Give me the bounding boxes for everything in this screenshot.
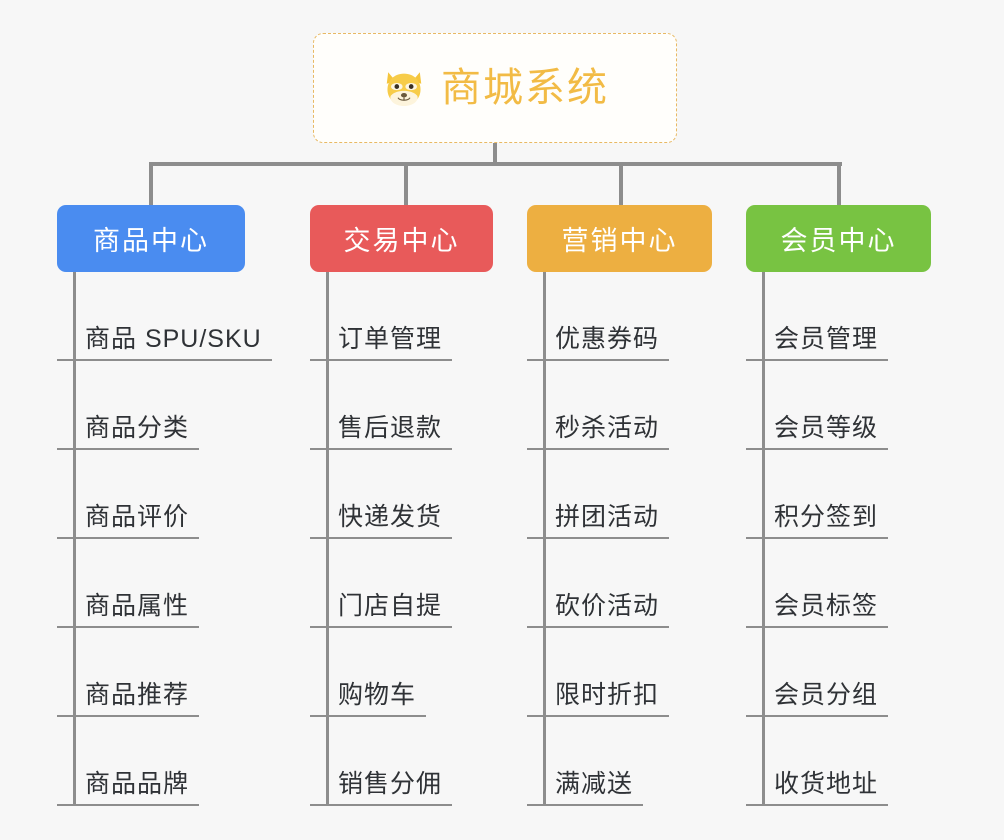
list-item[interactable]: 会员分组 — [746, 628, 931, 717]
branch-spine-2 — [326, 272, 329, 806]
list-item[interactable]: 满减送 — [527, 717, 712, 806]
connector-horizontal-bus — [149, 162, 842, 166]
branch-spine-1 — [73, 272, 76, 806]
leaf-label: 商品分类 — [85, 413, 190, 442]
branch-header-2[interactable]: 交易中心 — [310, 205, 493, 272]
branch-body-4: 会员管理 会员等级 积分签到 会员标签 会员分组 收货地址 — [746, 272, 931, 806]
root-node[interactable]: 商城系统 — [313, 33, 677, 143]
leaf-label: 会员等级 — [774, 413, 879, 442]
list-item[interactable]: 商品分类 — [57, 361, 245, 450]
list-item[interactable]: 销售分佣 — [310, 717, 493, 806]
leaf-label: 门店自提 — [338, 591, 443, 620]
list-item[interactable]: 会员标签 — [746, 539, 931, 628]
list-item[interactable]: 商品品牌 — [57, 717, 245, 806]
connector-drop-3 — [619, 162, 623, 207]
leaf-label: 商品品牌 — [85, 769, 190, 798]
branch-header-3-label: 营销中心 — [561, 226, 678, 256]
leaf-label: 满减送 — [555, 769, 634, 798]
branch-header-4[interactable]: 会员中心 — [746, 205, 931, 272]
list-item[interactable]: 售后退款 — [310, 361, 493, 450]
leaf-label: 积分签到 — [774, 502, 879, 531]
branch-column-3: 营销中心 优惠券码 秒杀活动 拼团活动 砍价活动 限时折扣 满减送 — [527, 205, 712, 806]
list-item[interactable]: 会员管理 — [746, 272, 931, 361]
leaf-label: 砍价活动 — [555, 591, 660, 620]
connector-drop-2 — [404, 162, 408, 207]
list-item[interactable]: 商品 SPU/SKU — [57, 272, 272, 361]
branch-body-3: 优惠券码 秒杀活动 拼团活动 砍价活动 限时折扣 满减送 — [527, 272, 712, 806]
list-item[interactable]: 砍价活动 — [527, 539, 712, 628]
list-item[interactable]: 门店自提 — [310, 539, 493, 628]
leaf-label: 优惠券码 — [555, 324, 660, 353]
leaf-label: 会员标签 — [774, 591, 879, 620]
branch-body-1: 商品 SPU/SKU 商品分类 商品评价 商品属性 商品推荐 商品品牌 — [57, 272, 272, 806]
connector-drop-4 — [837, 162, 841, 207]
leaf-label: 销售分佣 — [338, 769, 443, 798]
branch-spine-4 — [762, 272, 765, 806]
leaf-label: 商品推荐 — [85, 680, 190, 709]
connector-drop-1 — [149, 162, 153, 207]
branch-header-2-label: 交易中心 — [343, 226, 460, 256]
leaf-label: 秒杀活动 — [555, 413, 660, 442]
leaf-label: 会员分组 — [774, 680, 879, 709]
leaf-label: 会员管理 — [774, 324, 879, 353]
list-item[interactable]: 限时折扣 — [527, 628, 712, 717]
list-item[interactable]: 收货地址 — [746, 717, 931, 806]
list-item[interactable]: 会员等级 — [746, 361, 931, 450]
list-item[interactable]: 商品推荐 — [57, 628, 245, 717]
branch-header-4-label: 会员中心 — [780, 226, 897, 256]
list-item[interactable]: 秒杀活动 — [527, 361, 712, 450]
list-item[interactable]: 商品属性 — [57, 539, 245, 628]
leaf-label: 商品评价 — [85, 502, 190, 531]
list-item[interactable]: 购物车 — [310, 628, 493, 717]
branch-body-2: 订单管理 售后退款 快递发货 门店自提 购物车 销售分佣 — [310, 272, 493, 806]
root-title: 商城系统 — [441, 66, 609, 110]
branch-header-1-label: 商品中心 — [93, 226, 209, 256]
leaf-label: 售后退款 — [338, 413, 443, 442]
leaf-label: 商品属性 — [85, 591, 190, 620]
leaf-label: 拼团活动 — [555, 502, 660, 531]
leaf-label: 订单管理 — [338, 324, 443, 353]
branch-header-1[interactable]: 商品中心 — [57, 205, 245, 272]
list-item[interactable]: 快递发货 — [310, 450, 493, 539]
shiba-dog-face-icon — [386, 72, 422, 106]
list-item[interactable]: 订单管理 — [310, 272, 493, 361]
list-item[interactable]: 拼团活动 — [527, 450, 712, 539]
list-item[interactable]: 优惠券码 — [527, 272, 712, 361]
leaf-label: 限时折扣 — [555, 680, 660, 709]
leaf-label: 商品 SPU/SKU — [85, 324, 262, 353]
leaf-label: 快递发货 — [338, 502, 443, 531]
list-item[interactable]: 商品评价 — [57, 450, 245, 539]
leaf-label: 购物车 — [338, 680, 417, 709]
branch-spine-3 — [543, 272, 546, 806]
leaf-label: 收货地址 — [774, 769, 879, 798]
list-item[interactable]: 积分签到 — [746, 450, 931, 539]
branch-header-3[interactable]: 营销中心 — [527, 205, 712, 272]
connector-root-stem — [493, 143, 497, 164]
branch-column-1: 商品中心 商品 SPU/SKU 商品分类 商品评价 商品属性 商品推荐 商品品牌 — [57, 205, 272, 806]
branch-column-4: 会员中心 会员管理 会员等级 积分签到 会员标签 会员分组 收货地址 — [746, 205, 931, 806]
branch-column-2: 交易中心 订单管理 售后退款 快递发货 门店自提 购物车 销售分佣 — [310, 205, 493, 806]
